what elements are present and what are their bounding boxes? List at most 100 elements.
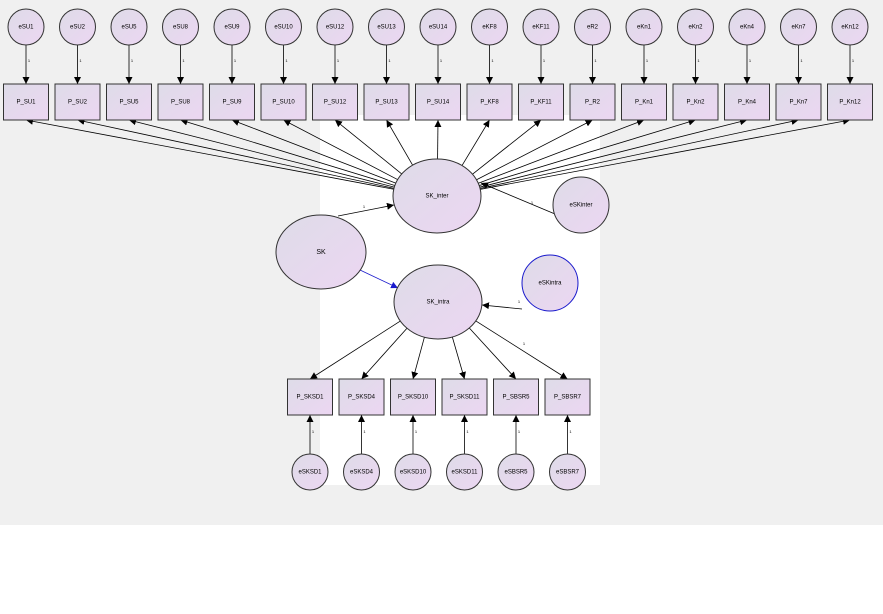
indicator-p-su5[interactable] — [106, 83, 152, 121]
indicator-p-sbsr7[interactable] — [544, 378, 591, 416]
indicator-p-sksd4-label: P_SKSD4 — [348, 395, 376, 401]
error-term-ekn2[interactable] — [677, 8, 714, 46]
indicator-p-kf11[interactable] — [518, 83, 564, 121]
error-term-esu12[interactable] — [316, 8, 354, 46]
loading-arrow-p-su8 — [180, 118, 395, 186]
loading-arrow-p-sksd4 — [361, 327, 408, 380]
indicator-p-sbsr5[interactable] — [493, 378, 539, 416]
error-term-esu8[interactable] — [162, 8, 199, 46]
indicator-p-kn12[interactable] — [827, 83, 873, 121]
indicator-p-kn7[interactable] — [775, 83, 822, 121]
indicator-p-su10[interactable] — [260, 83, 307, 121]
latent-sk[interactable] — [275, 214, 367, 290]
error-term-esu9-label: eSU9 — [224, 25, 240, 31]
structural-arrow-sk-to-sk-inter — [337, 202, 395, 217]
indicator-p-su5-label: P_SU5 — [119, 100, 139, 106]
loading-arrow-p-sksd10 — [411, 337, 425, 380]
indicator-p-su12[interactable] — [312, 83, 358, 121]
error-term-esksd4[interactable] — [343, 453, 380, 491]
structural-path-label-sk-inter: 1 — [363, 204, 366, 209]
disturbance-eskinter[interactable] — [552, 176, 610, 234]
disturbance-path-label-sk-inter: 1 — [531, 200, 534, 205]
error-term-esksd4-label: eSKSD4 — [350, 470, 374, 476]
loading-arrow-p-su1 — [25, 117, 394, 190]
indicator-p-kf8[interactable] — [466, 83, 513, 121]
error-term-esu13-label: eSU13 — [377, 25, 396, 31]
indicator-p-su9[interactable] — [209, 83, 255, 121]
error-path-label-esu5: 1 — [131, 58, 134, 63]
error-path-label-ekf11: 1 — [543, 58, 546, 63]
indicator-p-kn7-label: P_Kn7 — [789, 100, 808, 106]
indicator-p-su1[interactable] — [3, 83, 49, 121]
disturbance-eskinter-label: eSKinter — [569, 203, 592, 209]
error-path-label-esu9: 1 — [234, 58, 237, 63]
error-path-label-ekn12: 1 — [852, 58, 855, 63]
indicator-p-su2[interactable] — [54, 83, 101, 121]
error-term-ekn4[interactable] — [728, 8, 766, 46]
latent-sk-inter-label: SK_inter — [425, 194, 448, 200]
indicator-p-su2-label: P_SU2 — [68, 100, 88, 106]
error-term-ekn12[interactable] — [831, 8, 869, 46]
error-term-esu13[interactable] — [368, 8, 405, 46]
error-term-er2-label: eR2 — [587, 25, 599, 31]
error-term-ekn1[interactable] — [625, 8, 663, 46]
indicator-p-sksd1[interactable] — [287, 378, 333, 416]
error-term-esu14-label: eSU14 — [429, 25, 448, 31]
error-term-ekf8[interactable] — [471, 8, 508, 46]
latent-sk-inter[interactable] — [392, 158, 482, 234]
indicator-p-kn1[interactable] — [621, 83, 667, 121]
indicator-p-su8-label: P_SU8 — [171, 100, 191, 106]
error-term-esu10[interactable] — [265, 8, 302, 46]
indicator-p-sksd11[interactable] — [441, 378, 488, 416]
indicator-p-sksd10[interactable] — [390, 378, 436, 416]
indicator-p-kn4[interactable] — [724, 83, 770, 121]
disturbance-arrow-sk-inter — [480, 182, 556, 215]
error-path-label-esu14: 1 — [440, 58, 443, 63]
error-term-esbsr5-label: eSBSR5 — [504, 470, 528, 476]
disturbance-eskintra[interactable] — [521, 254, 579, 312]
error-term-esksd11[interactable] — [446, 453, 483, 491]
loading-arrow-p-kf8 — [461, 119, 490, 166]
indicator-p-sksd4[interactable] — [338, 378, 385, 416]
error-term-esu9[interactable] — [213, 8, 251, 46]
error-path-label-ekn7: 1 — [800, 58, 803, 63]
error-path-label-ekn2: 1 — [697, 58, 700, 63]
indicator-p-su12-label: P_SU12 — [324, 100, 347, 106]
error-term-ekn12-label: eKn12 — [841, 25, 859, 31]
indicator-p-su8[interactable] — [157, 83, 204, 121]
error-term-esksd10-label: eSKSD10 — [400, 470, 427, 476]
indicator-p-kn2[interactable] — [672, 83, 719, 121]
indicator-p-su14-label: P_SU14 — [427, 100, 450, 106]
error-term-esu2-label: eSU2 — [70, 25, 86, 31]
loading-arrow-p-kn12 — [480, 117, 851, 190]
error-term-esu1[interactable] — [7, 8, 45, 46]
loading-arrow-p-su5 — [128, 118, 395, 188]
latent-sk-intra[interactable] — [393, 264, 483, 340]
error-term-ekf8-label: eKF8 — [482, 25, 497, 31]
error-term-esbsr5[interactable] — [497, 453, 535, 491]
error-term-esksd1[interactable] — [291, 453, 329, 491]
error-term-er2[interactable] — [574, 8, 611, 46]
error-term-esksd1-label: eSKSD1 — [298, 470, 322, 476]
error-term-esu12-label: eSU12 — [326, 25, 345, 31]
loading-arrow-p-su12 — [334, 119, 402, 175]
indicator-p-su14[interactable] — [415, 83, 461, 121]
indicator-p-su13[interactable] — [363, 83, 410, 121]
error-path-label-esu1: 1 — [28, 58, 31, 63]
indicator-p-kf8-label: P_KF8 — [480, 100, 499, 106]
error-term-ekn7[interactable] — [780, 8, 817, 46]
error-term-esbsr7[interactable] — [549, 453, 586, 491]
indicator-p-kn1-label: P_Kn1 — [635, 100, 654, 106]
error-path-label-esu10: 1 — [285, 58, 288, 63]
error-term-esu2[interactable] — [59, 8, 96, 46]
error-term-esksd10[interactable] — [394, 453, 432, 491]
loading-arrow-p-sksd1 — [309, 320, 401, 380]
indicator-p-r2[interactable] — [569, 83, 616, 121]
error-term-ekf11[interactable] — [522, 8, 560, 46]
indicator-p-sksd1-label: P_SKSD1 — [296, 395, 324, 401]
error-path-label-esu13: 1 — [388, 58, 391, 63]
loading-arrow-p-su10 — [283, 119, 398, 180]
error-term-esu14[interactable] — [419, 8, 457, 46]
error-term-esu5[interactable] — [110, 8, 148, 46]
